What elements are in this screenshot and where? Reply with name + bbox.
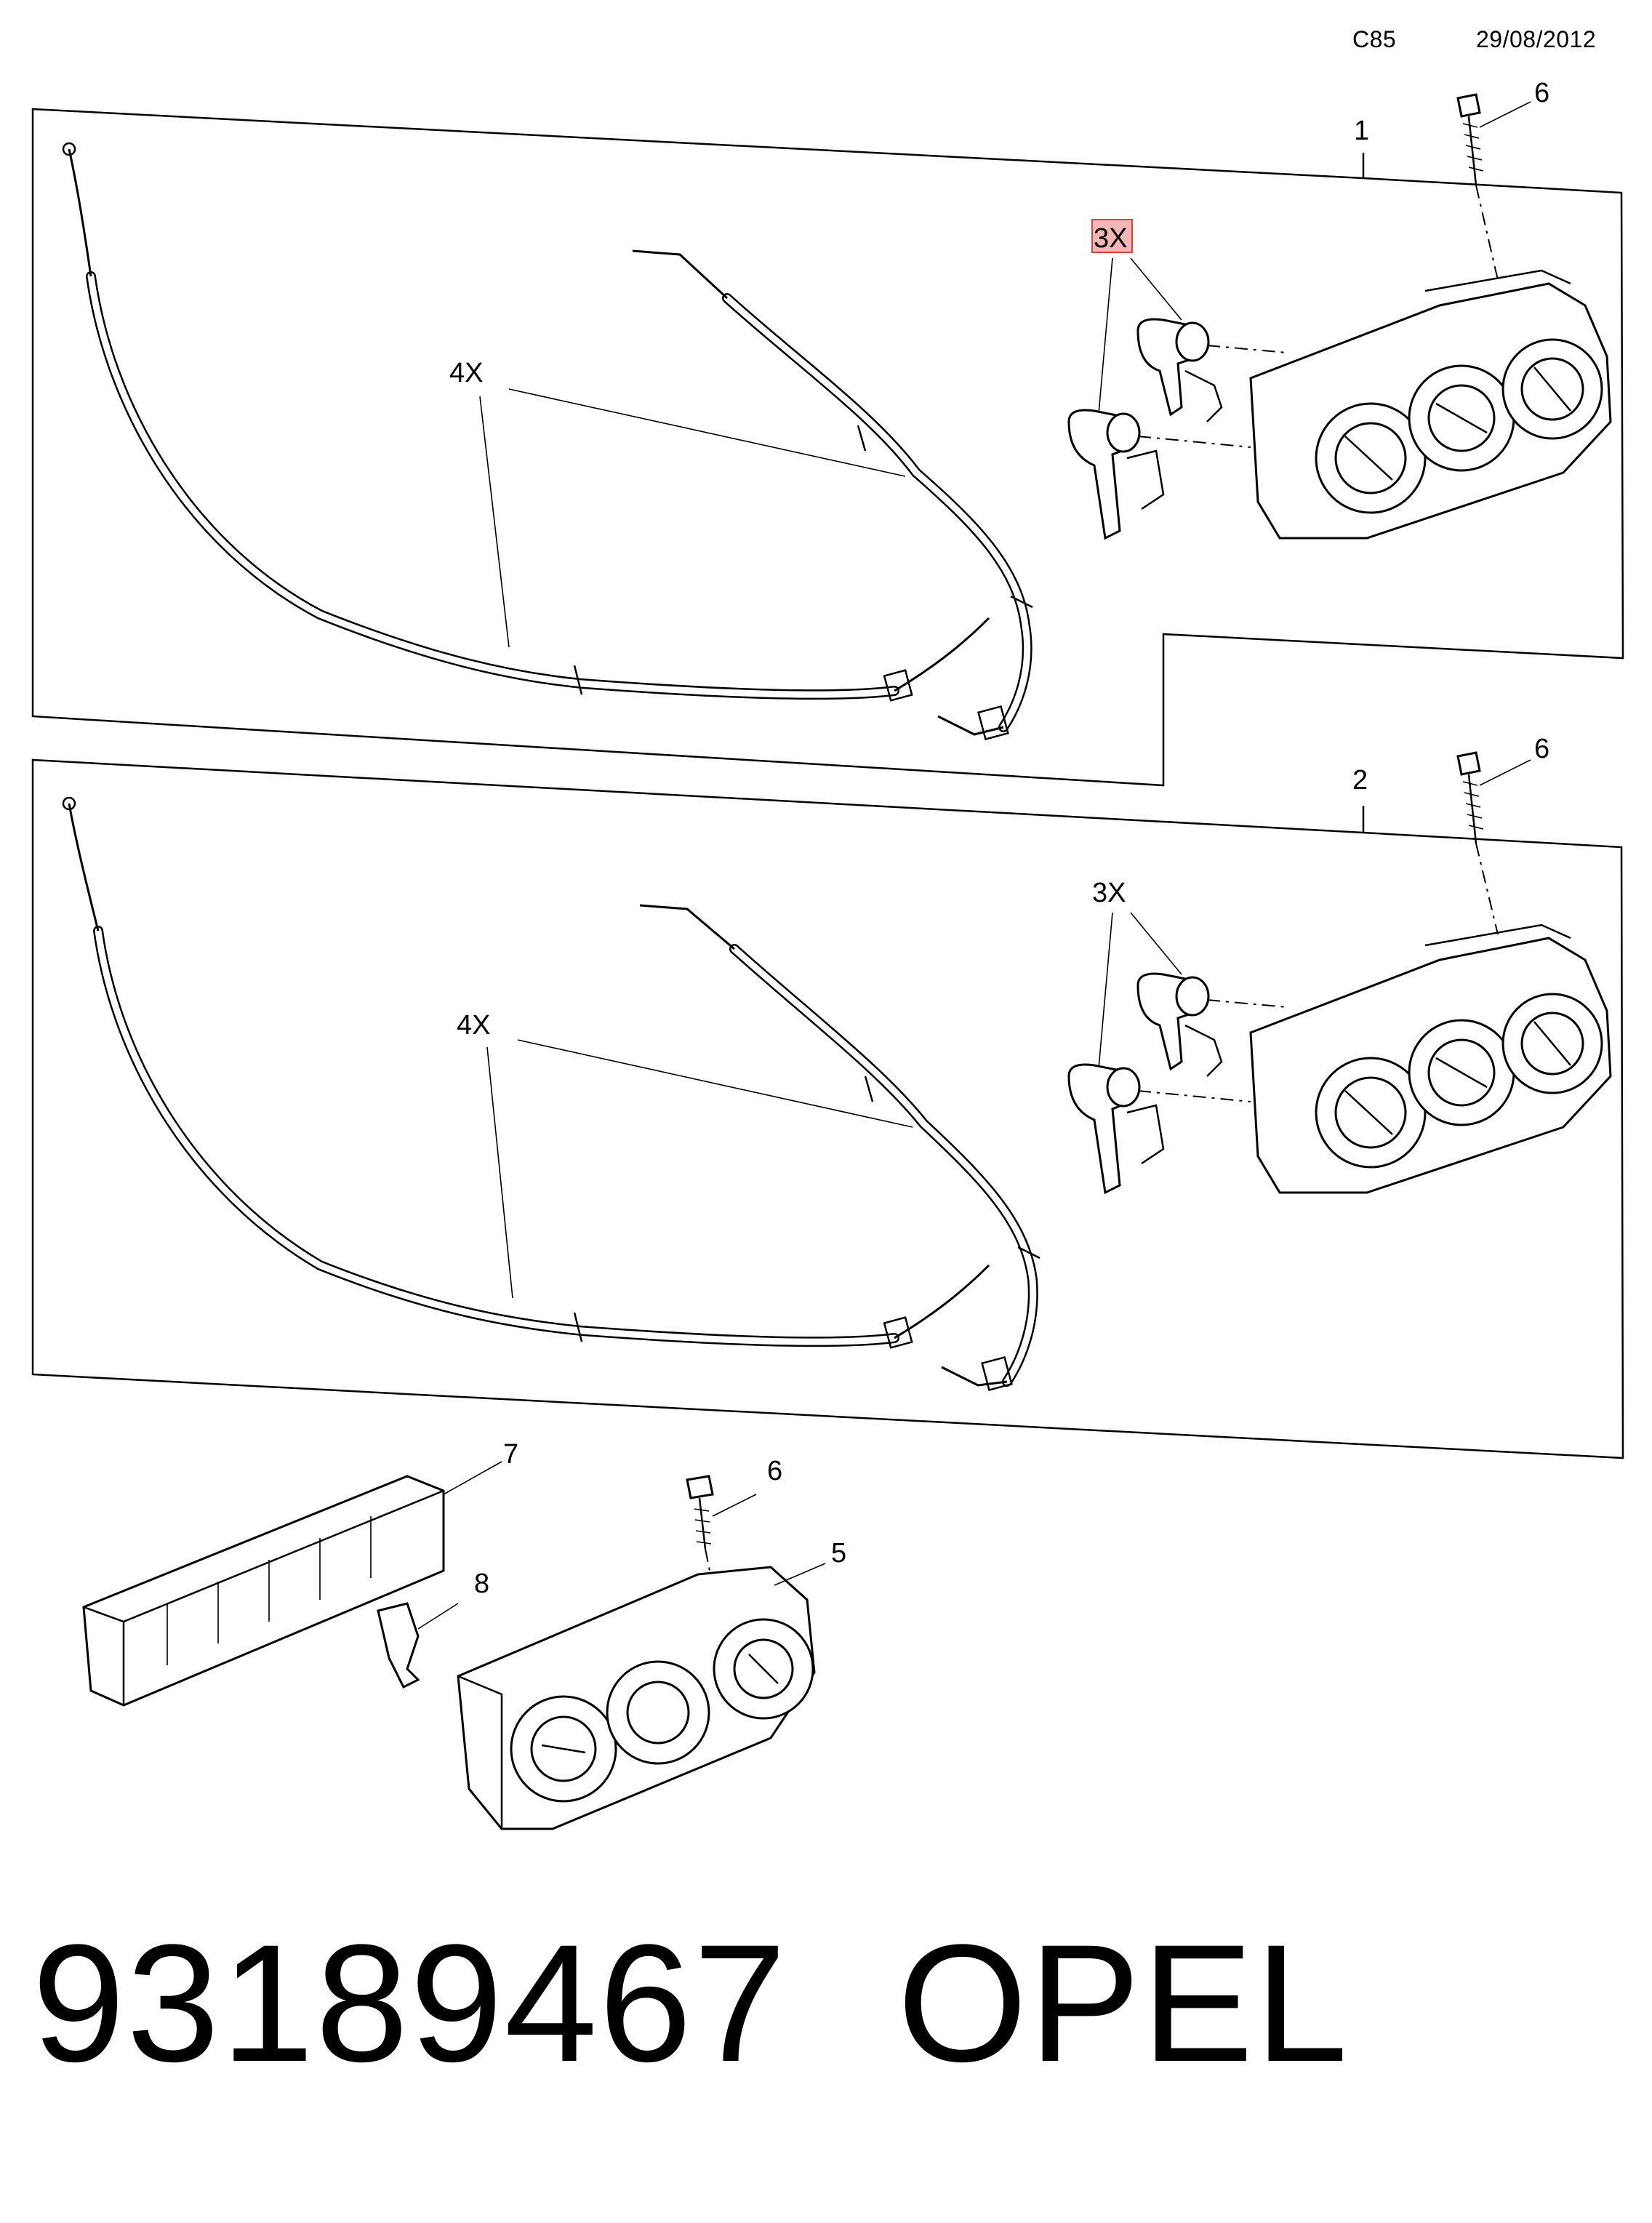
lever-part-lower-a: [1136, 972, 1223, 1077]
leader-3x-upper-b: [1097, 257, 1113, 422]
screw-6-upper: [1456, 93, 1499, 281]
leader-4x-upper-a: [508, 388, 906, 477]
callout-7: 7: [503, 1439, 518, 1470]
callout-2: 2: [1352, 765, 1368, 796]
screw-6-lower: [686, 1475, 714, 1579]
leader-4x-upper-b: [479, 396, 510, 648]
highlight-box-3x: [1091, 219, 1133, 253]
diagram-date: 29/08/2012: [1476, 26, 1597, 52]
leader-4x-lower-b: [486, 1046, 513, 1299]
assembly-panel-2: 2 4X 3X: [31, 734, 1624, 1459]
leader-4x-lower-a: [517, 1039, 913, 1128]
callout-5: 5: [831, 1538, 846, 1569]
clip-8: [377, 1602, 420, 1689]
control-cable-set-lower: [62, 796, 1040, 1392]
screw-6-middle: [1456, 751, 1499, 935]
callout-6-lower: 6: [767, 1456, 782, 1486]
part-number: 93189467: [32, 1910, 788, 2096]
lever-part-lower-b: [1067, 1063, 1165, 1195]
leader-3x-lower-a: [1130, 912, 1182, 975]
callout-6-middle: 6: [1534, 734, 1549, 764]
display-module-7: [82, 1475, 445, 1707]
callout-4x-lower: 4X: [457, 1010, 490, 1041]
callout-1: 1: [1354, 116, 1369, 146]
callout-4x-upper: 4X: [449, 358, 483, 388]
callout-3x-lower: 3X: [1092, 878, 1126, 908]
brand-name: OPEL: [897, 1910, 1350, 2096]
control-cable-set-upper: [62, 142, 1033, 741]
lever-part-upper-b: [1067, 409, 1165, 540]
control-unit-upper: [1249, 269, 1612, 540]
leader-3x-lower-b: [1097, 912, 1113, 1077]
assembly-panel-1: 1 4X 3X: [31, 78, 1624, 787]
lever-part-upper-a: [1136, 318, 1223, 422]
control-unit-lower: [1249, 924, 1612, 1194]
leader-3x-upper-a: [1130, 257, 1182, 321]
callout-8: 8: [474, 1569, 489, 1599]
control-unit-5: [457, 1566, 816, 1830]
diagram-code: C85: [1352, 26, 1397, 52]
callout-6-upper: 6: [1534, 78, 1549, 108]
callout-3x-upper: 3X: [1094, 223, 1127, 254]
